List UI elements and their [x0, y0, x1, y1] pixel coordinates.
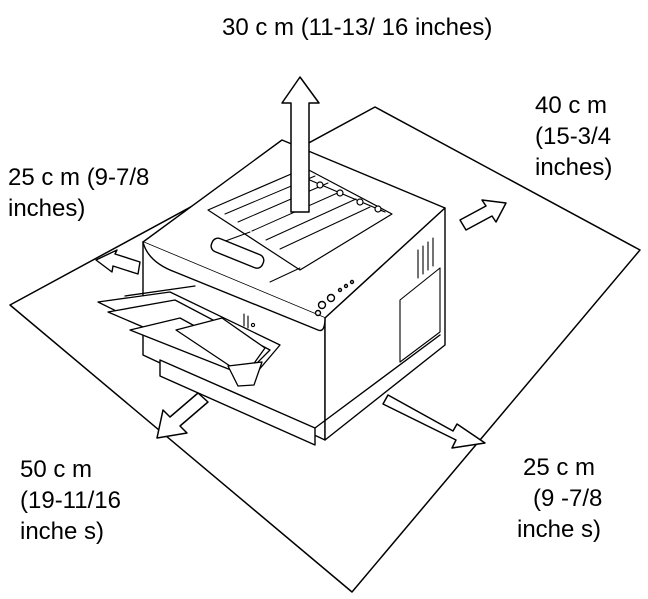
- right-clearance-line3: inches): [535, 154, 613, 181]
- front-clearance-line1: 50 c m: [20, 456, 93, 483]
- left-clearance-label: 25 c m (9-7/8 inches): [8, 162, 149, 224]
- top-handle: [210, 237, 265, 269]
- paper-cassette: [159, 359, 316, 446]
- front-right-clearance-label: 25 c m (9 -7/8 inche s): [517, 452, 602, 545]
- front-right-clearance-line1: 25 c m: [523, 454, 596, 481]
- front-indicator: [243, 313, 256, 329]
- output-tray: [207, 167, 393, 271]
- right-clearance-line2: (15-3/4: [535, 123, 612, 150]
- front-clearance-arrow: [156, 392, 209, 439]
- rear-clearance-label: 30 c m (11-13/ 16 inches): [222, 12, 492, 43]
- front-right-clearance-line3: inche s): [517, 516, 602, 543]
- left-clearance-line1: 25 c m (9-7/8: [8, 164, 150, 191]
- front-right-clearance-line2: (9 -7/8: [533, 485, 603, 512]
- printer-side-face: [324, 207, 446, 441]
- left-clearance-arrow: [95, 249, 141, 275]
- right-clearance-line1: 40 c m: [535, 92, 608, 119]
- front-clearance-label: 50 c m (19-11/16 inche s): [20, 454, 121, 547]
- front-clearance-line3: inche s): [20, 518, 105, 545]
- right-clearance-label: 40 c m (15-3/4 inches): [535, 90, 612, 183]
- front-clearance-line2: (19-11/16: [20, 487, 121, 514]
- front-right-clearance-arrow: [382, 394, 486, 449]
- rear-clearance-text: 30 c m (11-13/ 16 inches): [222, 14, 493, 41]
- left-clearance-line2: inches): [8, 195, 86, 222]
- mp-tray: [97, 285, 281, 387]
- printer-front-lip: [142, 241, 326, 332]
- output-rollers: [304, 177, 386, 213]
- side-vent: [417, 237, 434, 279]
- rear-clearance-arrow: [281, 76, 320, 213]
- operation-panel: [314, 279, 355, 317]
- right-clearance-arrow: [459, 199, 507, 231]
